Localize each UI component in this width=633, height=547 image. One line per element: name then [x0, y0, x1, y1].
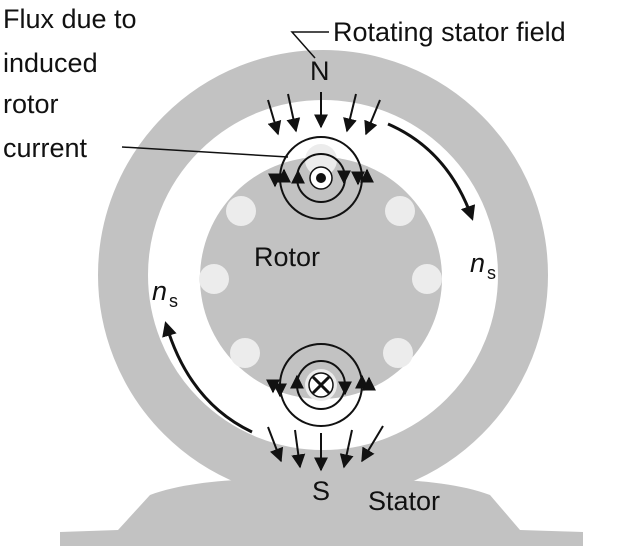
rotor-label: Rotor	[254, 242, 320, 272]
leader-flux	[121, 146, 289, 158]
top-flux-loops	[268, 136, 374, 220]
stator-label: Stator	[368, 486, 440, 516]
speed-label-left: n s	[152, 276, 178, 311]
stator-ring	[98, 50, 548, 500]
rotation-arrow-right	[387, 122, 476, 221]
south-flux-arrows	[267, 425, 384, 472]
speed-symbol: n	[470, 248, 485, 278]
flux-label-line2: induced	[3, 48, 98, 78]
stator-base	[60, 478, 583, 546]
speed-label-right: n s	[470, 248, 496, 283]
rotor-slot	[305, 144, 337, 176]
speed-subscript: s	[169, 291, 178, 311]
bottom-flux-loops	[266, 343, 376, 427]
flux-label-line1: Flux due to	[3, 4, 137, 34]
flux-label-line3: rotor	[3, 89, 59, 119]
rotor-slot	[383, 338, 413, 368]
speed-subscript: s	[487, 263, 496, 283]
rotor-core	[200, 157, 442, 399]
rotation-arrow-left	[162, 321, 253, 434]
flux-label-line4: current	[3, 133, 88, 163]
speed-symbol: n	[152, 276, 167, 306]
leader-rotating-field	[290, 31, 329, 59]
north-pole-label: N	[310, 56, 330, 86]
rotating-field-label: Rotating stator field	[333, 17, 566, 47]
rotor-slot	[412, 264, 442, 294]
rotor-slot	[199, 264, 229, 294]
rotor-slot	[230, 338, 260, 368]
north-flux-arrows	[267, 92, 381, 136]
south-pole-label: S	[312, 476, 330, 506]
rotor-slot	[226, 196, 256, 226]
current-dot-center	[316, 173, 326, 183]
current-cross-mark	[311, 375, 331, 395]
rotor-slot	[385, 196, 415, 226]
